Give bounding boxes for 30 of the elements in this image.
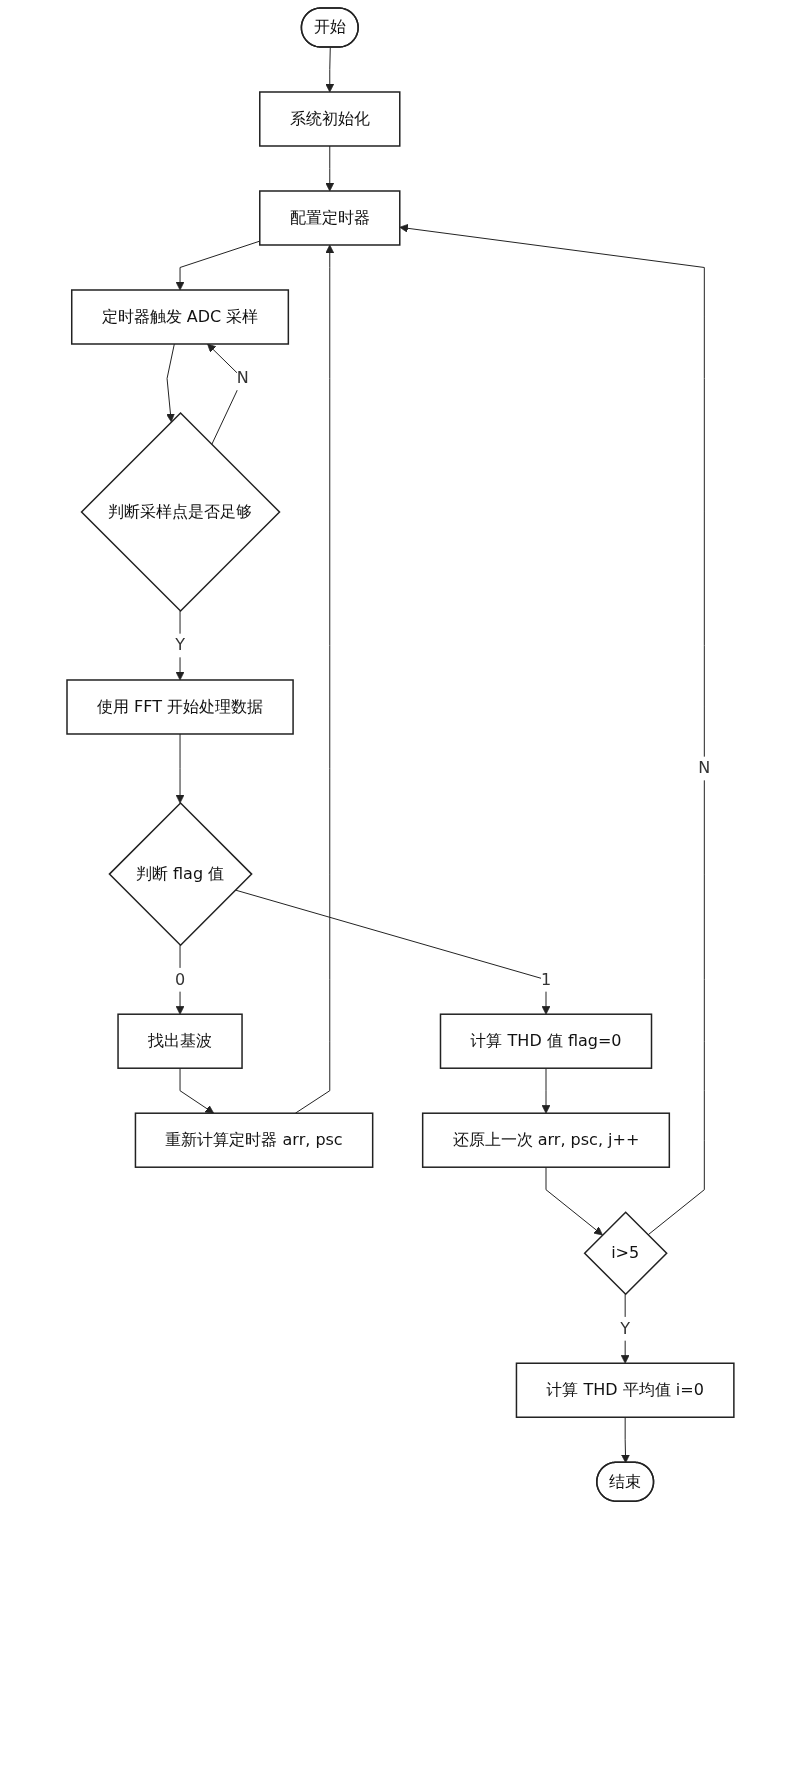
arrow — [294, 244, 334, 1114]
arrow — [541, 1067, 550, 1114]
arrow — [324, 145, 334, 192]
edge-label: 1 — [540, 969, 551, 989]
edge-label: N — [236, 368, 249, 388]
node-box: 重新计算定时器 arr, psc — [134, 1112, 373, 1168]
node-box: 计算 THD 值 flag=0 — [439, 1013, 652, 1069]
node-diamond: i>5 — [583, 1211, 668, 1296]
arrow — [179, 1067, 214, 1114]
node-box: 还原上一次 arr, psc, j++ — [421, 1112, 670, 1168]
arrow — [234, 889, 550, 1015]
edge-label: 0 — [174, 969, 185, 989]
node-box: 找出基波 — [116, 1013, 243, 1069]
node-box: 计算 THD 平均值 i=0 — [515, 1362, 735, 1418]
edge-label: Y — [619, 1318, 630, 1338]
node-box: 使用 FFT 开始处理数据 — [65, 679, 294, 735]
arrow — [175, 240, 260, 291]
arrow — [165, 343, 175, 423]
node-diamond: 判断采样点是否足够 — [80, 411, 281, 613]
arrow — [324, 47, 334, 93]
arrow — [175, 733, 184, 804]
edge-label: Y — [174, 635, 185, 655]
node-diamond: 判断 flag 值 — [107, 801, 253, 947]
node-box: 定时器触发 ADC 采样 — [70, 289, 289, 345]
arrow — [620, 1416, 630, 1464]
node-box: 系统初始化 — [258, 91, 401, 147]
arrow — [545, 1166, 603, 1236]
arrow — [175, 944, 184, 1015]
node-box: 配置定时器 — [258, 190, 401, 246]
edge-label: N — [697, 758, 710, 778]
